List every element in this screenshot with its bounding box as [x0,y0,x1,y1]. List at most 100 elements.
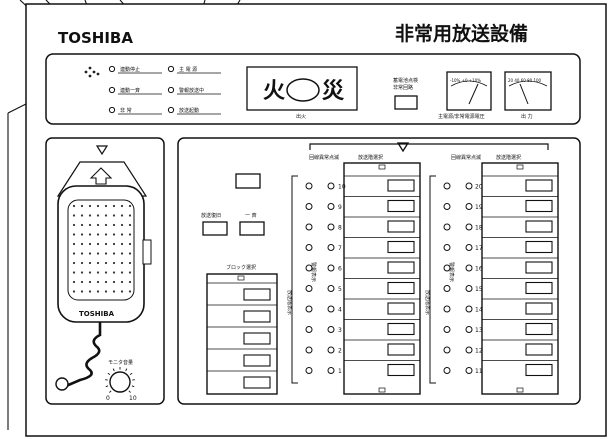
zone-status-title: 回線異常点滅 [309,154,339,161]
zone-select-button[interactable] [525,363,553,377]
zone-select-button[interactable] [525,179,553,192]
block-select-button[interactable] [243,332,271,345]
zone-select-button[interactable] [387,240,415,254]
fire-caption: 出火 [296,113,306,120]
block-select-button[interactable] [243,288,271,301]
zone-select-button[interactable] [387,220,415,233]
all-call-label: 一 斉 [245,212,257,219]
zone-select-button[interactable] [387,199,415,213]
output-meter-scale: 20 40 60 80 100 [508,78,542,83]
grille-hole [120,223,124,227]
zone-fault-lamp [305,244,313,251]
grille-hole [112,261,116,265]
grille-hole [120,242,124,246]
grille-hole [88,242,92,246]
knob-tick [125,368,128,372]
mic-brand: TOSHIBA [79,310,115,318]
zone-fault-lamp [443,346,451,354]
grille-hole [72,252,76,255]
zone-select-button[interactable] [525,302,553,315]
zone-fault-lamp [305,182,313,190]
zone-select-button[interactable] [525,199,553,213]
grille-hole [104,242,108,246]
grille-hole [128,271,132,274]
grille-hole [96,233,100,236]
zone-side-label: 放送階表示 [286,290,293,315]
grille-hole [72,280,76,284]
grille-hole [120,280,124,284]
zone-select-button[interactable] [525,281,553,295]
knob-tick [109,390,112,393]
zone-select-button[interactable] [525,240,553,254]
zone-select-button[interactable] [525,322,553,336]
broadcast-reset-button[interactable] [202,221,228,236]
grille-hole [112,252,116,255]
zone-floor-lamp [465,182,473,190]
zone-select-button[interactable] [387,302,415,315]
grille-hole [88,280,92,284]
zone-floor-lamp [327,326,335,333]
grille-hole [96,280,100,284]
block-select-button[interactable] [243,354,271,367]
zone-fault-lamp [443,203,451,210]
broadcast-reset-label: 放送復旧 [201,212,221,219]
grille-hole [80,280,84,284]
zone-select-button[interactable] [387,179,415,192]
zone-number: 7 [338,245,342,252]
zone-select-button[interactable] [387,322,415,336]
zone-floor-lamp [465,244,473,251]
monitor-volume-knob[interactable] [109,371,131,393]
battery-check-button[interactable] [394,95,418,110]
knob-tick [129,372,133,376]
grille-hole [80,290,84,293]
grille-hole [112,290,116,293]
zone-indicator-top [378,164,386,170]
zone-select-button[interactable] [525,343,553,356]
zone-select-button[interactable] [525,261,553,274]
zone-number: 15 [475,286,483,293]
zone-fault-lamp [305,326,313,333]
grille-hole [96,271,100,274]
grille-hole [80,261,84,265]
zone-floor-lamp [465,367,473,374]
zone-number: 17 [475,245,483,252]
zone-side-label: 警報表示 [310,262,317,282]
mic-clip [142,239,152,265]
grille-hole [104,223,108,227]
status-lamp [167,65,175,73]
panel-title: 非常用放送設備 [395,22,528,45]
grille-hole [88,223,92,227]
block-select-button[interactable] [243,310,271,323]
grille-hole [96,214,100,217]
all-call-button[interactable] [239,221,265,236]
zone-select-button[interactable] [387,363,415,377]
zone-select-title: 放送階選択 [496,154,521,161]
zone-fault-lamp [443,326,451,333]
grille-hole [96,223,100,227]
zone-fault-lamp [305,203,313,210]
status-lamp [108,86,116,94]
grille-hole [96,290,100,293]
grille-hole [80,242,84,246]
grille-hole [80,214,84,217]
clear-button[interactable] [235,173,261,189]
zone-select-button[interactable] [387,281,415,295]
zone-select-button[interactable] [387,261,415,274]
zone-select-button[interactable] [387,343,415,356]
grille-hole [128,223,132,227]
zone-floor-lamp [327,367,335,374]
grille-hole [112,280,116,284]
zone-fault-lamp [305,264,313,272]
grille-hole [72,223,76,227]
grille-hole [128,214,132,217]
zone-fault-lamp [305,367,313,374]
block-select-button[interactable] [243,376,271,389]
zone-number: 10 [338,184,346,191]
zone-number: 1 [338,368,342,375]
zone-number: 2 [338,348,342,355]
zone-select-button[interactable] [525,220,553,233]
monitor-volume-label: モニタ音量 [108,359,133,366]
grille-hole [104,252,108,255]
grille-hole [72,290,76,293]
